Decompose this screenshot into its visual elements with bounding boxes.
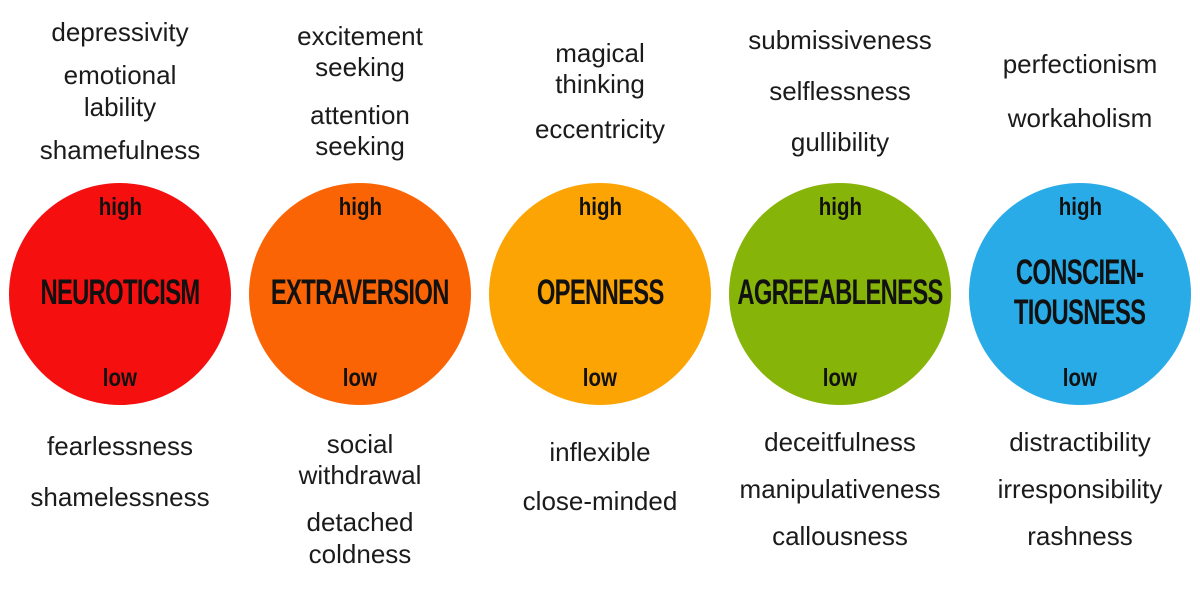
high-label: high [1058,193,1102,221]
high-traits-list: submissiveness selflessness gullibility [720,0,960,183]
low-label: low [342,364,378,392]
low-label: low [822,364,858,392]
high-traits-list: magical thinking eccentricity [480,0,720,183]
low-trait-label: distractibility [1009,427,1151,457]
high-traits-list: depressivity emotional lability shameful… [0,0,240,183]
trait-name: EXTRAVERSION [271,272,450,312]
low-trait-label: detached coldness [306,507,414,569]
high-trait-label: eccentricity [534,114,666,145]
trait-name: AGREEABLENESS [737,272,943,312]
trait-column-openness: magical thinking eccentricity high OPENN… [480,0,720,600]
low-label: low [582,364,618,392]
high-trait-label: attention seeking [310,99,410,161]
high-trait-label: shamefulness [39,134,201,165]
low-traits-list: social withdrawal detached coldness [240,405,480,570]
low-trait-label: deceitfulness [764,427,916,457]
trait-column-extraversion: excitement seeking attention seeking hig… [240,0,480,600]
trait-circle-conscientiousness: high CONSCIEN- TIOUSNESS low [969,183,1191,405]
trait-circle-openness: high OPENNESS low [489,183,711,405]
trait-name: NEUROTICISM [40,272,200,312]
high-traits-list: perfectionism workaholism [960,0,1200,183]
low-trait-label: fearlessness [47,431,193,461]
low-trait-label: rashness [1027,521,1133,552]
low-trait-label: inflexible [549,437,651,467]
low-traits-list: inflexible close-minded [480,405,720,517]
high-trait-label: perfectionism [1002,49,1158,80]
high-label: high [338,193,382,221]
high-trait-label: excitement seeking [297,21,423,83]
trait-name: CONSCIEN- TIOUSNESS [1014,252,1146,332]
trait-column-agreeableness: submissiveness selflessness gullibility … [720,0,960,600]
low-trait-label: social withdrawal [298,429,422,491]
high-label: high [818,193,862,221]
low-trait-label: callousness [772,521,908,552]
low-traits-list: deceitfulness manipulativeness callousne… [720,405,960,553]
trait-circle-extraversion: high EXTRAVERSION low [249,183,471,405]
high-trait-label: selflessness [769,75,911,106]
low-traits-list: distractibility irresponsibility rashnes… [960,405,1200,553]
high-trait-label: depressivity [51,17,189,48]
high-trait-label: emotional lability [63,60,177,122]
trait-name: OPENNESS [536,272,664,312]
high-trait-label: magical thinking [555,37,645,99]
low-label: low [1062,364,1098,392]
high-trait-label: gullibility [790,127,890,158]
trait-column-conscientiousness: perfectionism workaholism high CONSCIEN-… [960,0,1200,600]
high-traits-list: excitement seeking attention seeking [240,0,480,183]
low-label: low [102,364,138,392]
low-trait-label: irresponsibility [997,474,1163,505]
trait-circle-agreeableness: high AGREEABLENESS low [729,183,951,405]
high-label: high [98,193,142,221]
low-trait-label: manipulativeness [739,474,941,505]
high-label: high [578,193,622,221]
low-trait-label: shamelessness [30,482,210,513]
low-trait-label: close-minded [522,486,678,517]
low-traits-list: fearlessness shamelessness [0,405,240,513]
trait-circle-neuroticism: high NEUROTICISM low [9,183,231,405]
trait-column-neuroticism: depressivity emotional lability shameful… [0,0,240,600]
high-trait-label: submissiveness [748,24,932,55]
high-trait-label: workaholism [1007,102,1153,133]
